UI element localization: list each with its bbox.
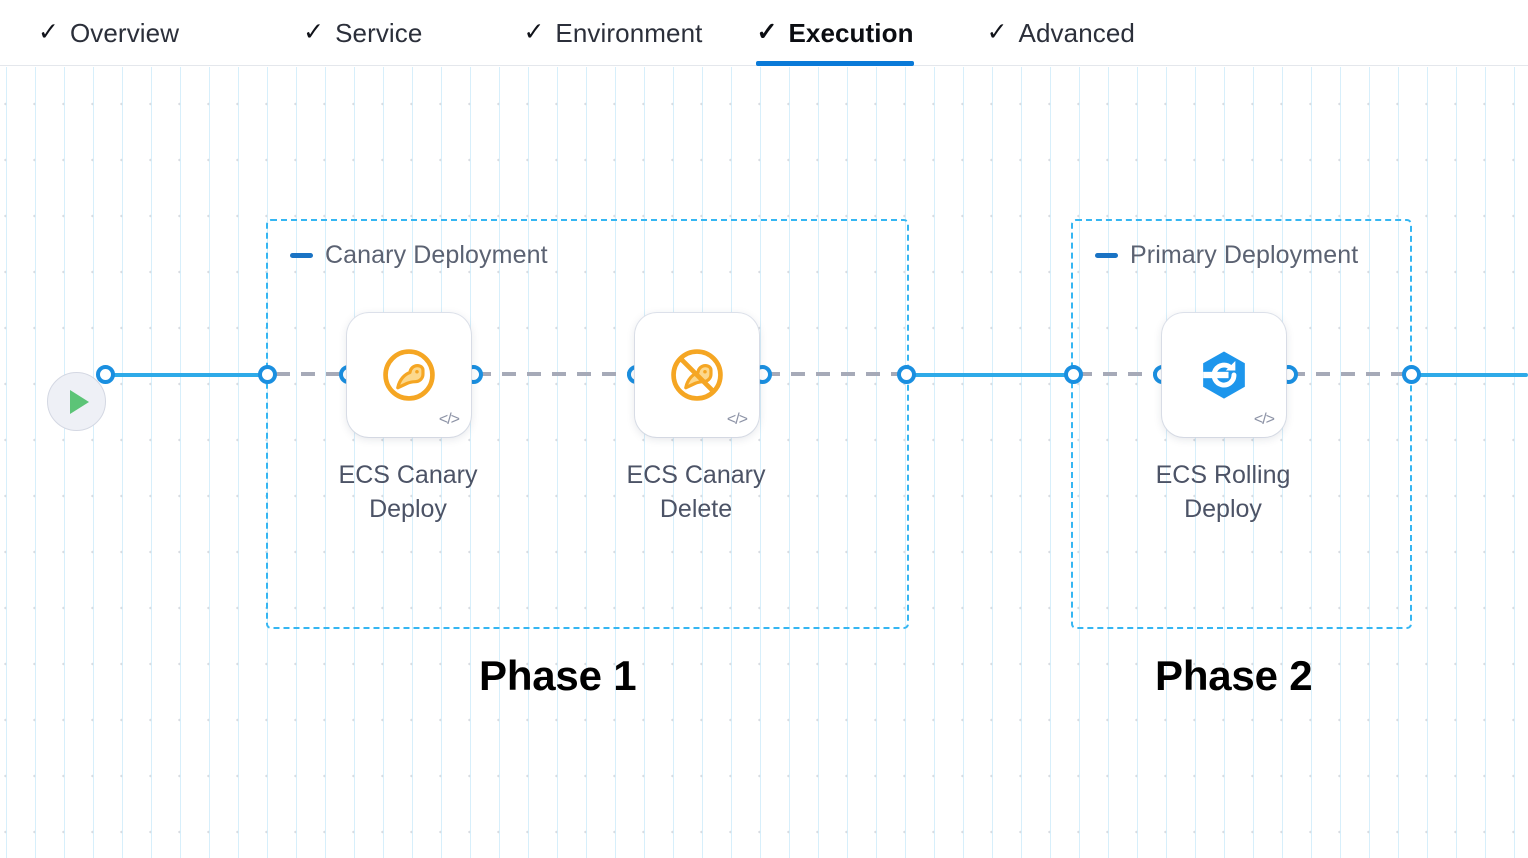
- port-group-primary-in[interactable]: [1064, 365, 1083, 384]
- canary-bird-icon: [347, 313, 471, 437]
- node-ecs-canary-deploy[interactable]: </>: [347, 313, 471, 437]
- edge-dashed-2: [477, 372, 641, 377]
- code-badge-icon[interactable]: </>: [438, 411, 460, 428]
- edge-dashed-3: [766, 372, 911, 377]
- tab-execution[interactable]: ✓ Execution: [756, 0, 914, 66]
- tab-label: Overview: [69, 17, 180, 48]
- edge-between-groups: [908, 373, 1076, 377]
- start-node[interactable]: [47, 372, 106, 431]
- port-start-out[interactable]: [96, 365, 115, 384]
- edge-exit: [1413, 373, 1528, 377]
- rolling-deploy-icon: [1162, 313, 1286, 437]
- check-icon: ✓: [38, 17, 59, 46]
- code-badge-icon[interactable]: </>: [1253, 411, 1275, 428]
- port-group-canary-out[interactable]: [897, 365, 916, 384]
- check-icon: ✓: [756, 17, 778, 46]
- code-badge-icon[interactable]: </>: [726, 411, 748, 428]
- minus-icon[interactable]: [1095, 253, 1118, 258]
- node-label: ECS Canary Delete: [626, 461, 766, 523]
- canary-bird-delete-icon: [635, 313, 759, 437]
- tab-label: Service: [335, 17, 423, 48]
- tab-service[interactable]: ✓ Service: [303, 0, 422, 66]
- wizard-tabbar: ✓ Overview ✓ Service ✓ Environment ✓ Exe…: [0, 0, 1528, 66]
- phase-label-2: Phase 2: [1155, 652, 1313, 699]
- edge-dashed-4: [1078, 372, 1167, 377]
- group-title: Primary Deployment: [1130, 241, 1359, 269]
- pipeline-canvas[interactable]: Canary Deployment Primary Deployment: [0, 67, 1528, 858]
- minus-icon[interactable]: [290, 253, 313, 258]
- node-label: ECS Rolling Deploy: [1155, 461, 1291, 523]
- tab-label: Environment: [555, 17, 703, 48]
- check-icon: ✓: [986, 17, 1008, 46]
- group-primary-deployment[interactable]: Primary Deployment: [1071, 219, 1412, 629]
- node-ecs-canary-delete[interactable]: </>: [635, 313, 759, 437]
- edge-dashed-5: [1291, 372, 1415, 377]
- tab-underline: [523, 61, 702, 66]
- tab-underline: [38, 61, 179, 66]
- node-ecs-rolling-deploy[interactable]: </>: [1162, 313, 1286, 437]
- tab-environment[interactable]: ✓ Environment: [523, 0, 702, 66]
- play-icon: [70, 389, 89, 414]
- tab-underline: [303, 61, 422, 66]
- tab-overview[interactable]: ✓ Overview: [38, 0, 179, 66]
- tab-label: Execution: [788, 17, 914, 48]
- group-canary-header[interactable]: Canary Deployment: [290, 241, 548, 270]
- phase-label-1: Phase 1: [479, 652, 637, 699]
- group-title: Canary Deployment: [325, 241, 548, 269]
- port-group-canary-in[interactable]: [258, 365, 277, 384]
- group-primary-header[interactable]: Primary Deployment: [1095, 241, 1358, 270]
- tab-underline: [987, 61, 1135, 66]
- tab-underline-active: [756, 61, 914, 66]
- node-label: ECS Canary Deploy: [338, 461, 478, 523]
- tab-label: Advanced: [1018, 17, 1135, 48]
- check-icon: ✓: [523, 17, 545, 46]
- group-canary-deployment[interactable]: Canary Deployment: [266, 219, 909, 629]
- check-icon: ✓: [303, 17, 325, 46]
- port-group-primary-out[interactable]: [1402, 365, 1421, 384]
- edge-dashed-1: [276, 372, 352, 377]
- edge-start-to-canary: [106, 373, 273, 377]
- tab-advanced[interactable]: ✓ Advanced: [987, 0, 1135, 66]
